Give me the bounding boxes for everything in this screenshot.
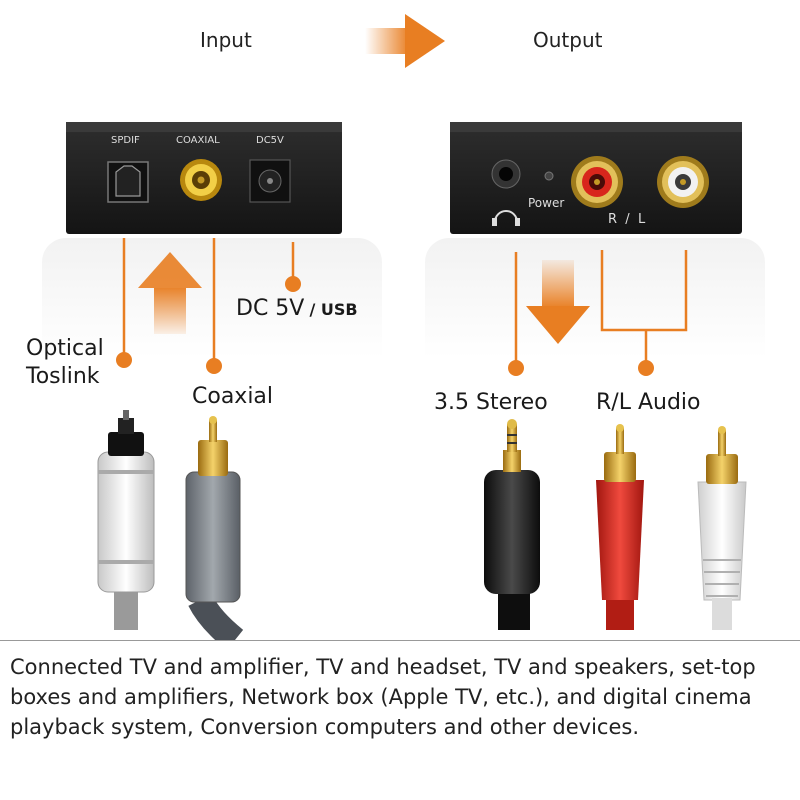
caption-divider <box>0 640 800 641</box>
connector-lines <box>122 238 688 366</box>
input-converter-box <box>66 122 342 234</box>
optical-toslink-cable <box>97 410 155 630</box>
coaxial-port-label: COAXIAL <box>176 135 220 146</box>
power-label: Power <box>528 196 565 210</box>
red-rca-cable <box>596 424 644 630</box>
optical-label-line2: Toslink <box>26 364 100 389</box>
diagram-graphics <box>66 14 747 640</box>
rl-audio-label: R/L Audio <box>596 390 701 415</box>
stereo-label: 3.5 Stereo <box>434 390 548 415</box>
usage-caption: Connected TV and amplifier, TV and heads… <box>10 655 756 739</box>
flow-arrow-down <box>526 260 590 344</box>
stereo-35-cable <box>484 419 540 630</box>
dc-usb-suffix: / USB <box>309 300 358 319</box>
optical-label-line1: Optical <box>26 336 104 361</box>
coaxial-cable <box>185 416 244 640</box>
dc5v-port-label: DC5V <box>256 135 284 146</box>
input-header: Input <box>200 28 252 52</box>
power-led <box>544 171 554 181</box>
spdif-label: SPDIF <box>111 135 140 146</box>
output-header: Output <box>533 28 603 52</box>
flow-arrow-right <box>365 14 445 68</box>
rl-port-label: R / L <box>608 212 646 227</box>
white-rca-cable <box>697 426 747 630</box>
coaxial-label: Coaxial <box>192 384 274 409</box>
connector-dots <box>116 276 654 376</box>
output-converter-box <box>450 122 742 234</box>
flow-arrow-up <box>138 252 202 334</box>
dc-5v-label: DC 5V / USB <box>236 296 358 321</box>
